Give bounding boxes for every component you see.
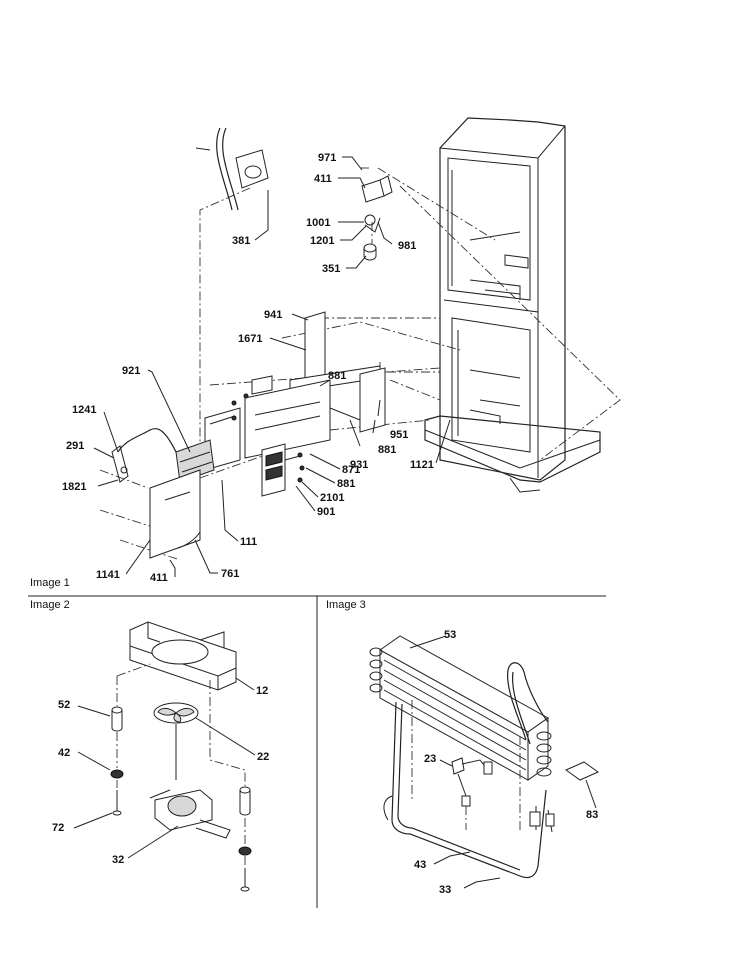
callout-33: 33 [439, 884, 451, 896]
image-2-diagram: 12 52 22 42 72 32 [52, 621, 269, 892]
callout-111: 111 [240, 536, 257, 548]
callout-951: 951 [390, 429, 408, 441]
screws [231, 393, 305, 483]
control-box [504, 254, 529, 269]
callout-411-b: 411 [150, 572, 168, 584]
image-1-leaders [93, 156, 451, 577]
cover-panel [149, 469, 201, 559]
callout-1821: 1821 [62, 481, 86, 493]
callout-881-c: 881 [337, 478, 355, 490]
callout-2101: 2101 [320, 492, 344, 504]
image-1-diagram: 381 971 411 1001 1201 981 351 941 1671 9… [62, 117, 621, 584]
callout-43: 43 [414, 859, 426, 871]
callout-1201: 1201 [310, 235, 334, 247]
section-title-image-3: Image 3 [326, 599, 366, 611]
callout-351: 351 [322, 263, 340, 275]
refrigerator-cabinet [424, 117, 601, 493]
callout-411: 411 [314, 173, 332, 185]
control-housing [175, 407, 301, 497]
valve-assembly [361, 175, 393, 261]
tubing-part-381 [195, 127, 269, 211]
section-title-image-2: Image 2 [30, 599, 70, 611]
callout-1001: 1001 [306, 217, 330, 229]
evaporator-mounting-panels [244, 311, 386, 459]
wire-harness [117, 428, 177, 453]
callout-1241: 1241 [72, 404, 96, 416]
callout-52: 52 [58, 699, 70, 711]
callout-23: 23 [424, 753, 436, 765]
callout-981: 981 [398, 240, 416, 252]
callout-1141: 1141 [96, 569, 120, 581]
callout-22: 22 [257, 751, 269, 763]
callout-1671: 1671 [238, 333, 262, 345]
callout-53: 53 [444, 629, 456, 641]
callout-931: 931 [350, 459, 368, 471]
callout-1121: 1121 [410, 459, 434, 471]
callout-901: 901 [317, 506, 335, 518]
callout-72: 72 [52, 822, 64, 834]
image-3-diagram: 53 23 83 43 33 [369, 629, 600, 896]
callout-42: 42 [58, 747, 70, 759]
callout-381: 381 [232, 235, 250, 247]
callout-921: 921 [122, 365, 140, 377]
coil-tube-bends [369, 647, 552, 777]
callout-881: 881 [328, 370, 346, 382]
callout-871: 871 [342, 464, 360, 476]
callout-761: 761 [221, 568, 239, 580]
section-title-image-1: Image 1 [30, 577, 70, 589]
callout-32: 32 [112, 854, 124, 866]
callout-881-b: 881 [378, 444, 396, 456]
callout-291: 291 [66, 440, 84, 452]
callout-12: 12 [256, 685, 268, 697]
callout-83: 83 [586, 809, 598, 821]
callout-941: 941 [264, 309, 282, 321]
callout-971: 971 [318, 152, 336, 164]
